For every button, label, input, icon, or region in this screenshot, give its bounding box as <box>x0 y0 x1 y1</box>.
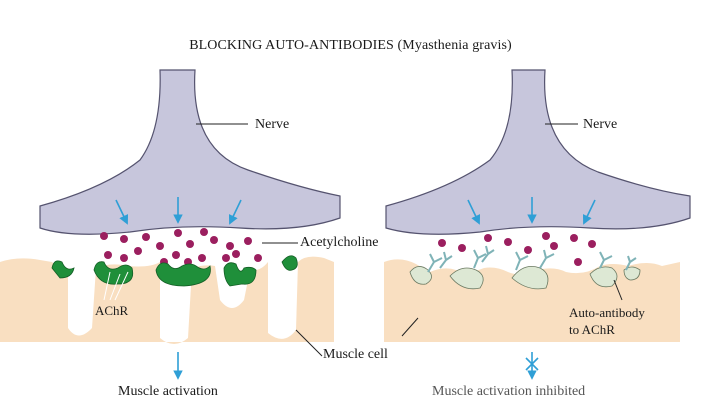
left-panel <box>0 69 341 380</box>
release-arrows-right <box>467 197 596 225</box>
release-arrows-left <box>115 197 242 225</box>
acetylcholine-left <box>100 228 262 266</box>
auto-antibodies <box>427 245 637 273</box>
achr-label: AChR <box>95 303 129 318</box>
right-panel <box>384 69 691 380</box>
diagram-title: BLOCKING AUTO-ANTIBODIES (Myasthenia gra… <box>189 38 512 53</box>
block-cross <box>525 357 539 371</box>
acetylcholine-label: Acetylcholine <box>300 235 379 250</box>
achr-receptors-left <box>51 255 298 287</box>
outcome-label-inhibited: Muscle activation inhibited <box>432 384 586 399</box>
auto-antibody-label-line1: Auto-antibody <box>569 305 645 320</box>
muscle-cell-label: Muscle cell <box>323 347 388 362</box>
nerve-terminal-left <box>39 69 341 235</box>
auto-antibody-label: Auto-antibody to AChR <box>569 304 645 338</box>
nerve-label-left: Nerve <box>255 117 290 132</box>
blocked-receptors <box>409 265 641 290</box>
auto-antibody-label-line2: to AChR <box>569 322 615 337</box>
nerve-terminal-right <box>385 69 691 235</box>
nerve-label-right: Nerve <box>583 117 618 132</box>
acetylcholine-right <box>438 232 596 266</box>
outcome-label-activation: Muscle activation <box>118 384 218 399</box>
